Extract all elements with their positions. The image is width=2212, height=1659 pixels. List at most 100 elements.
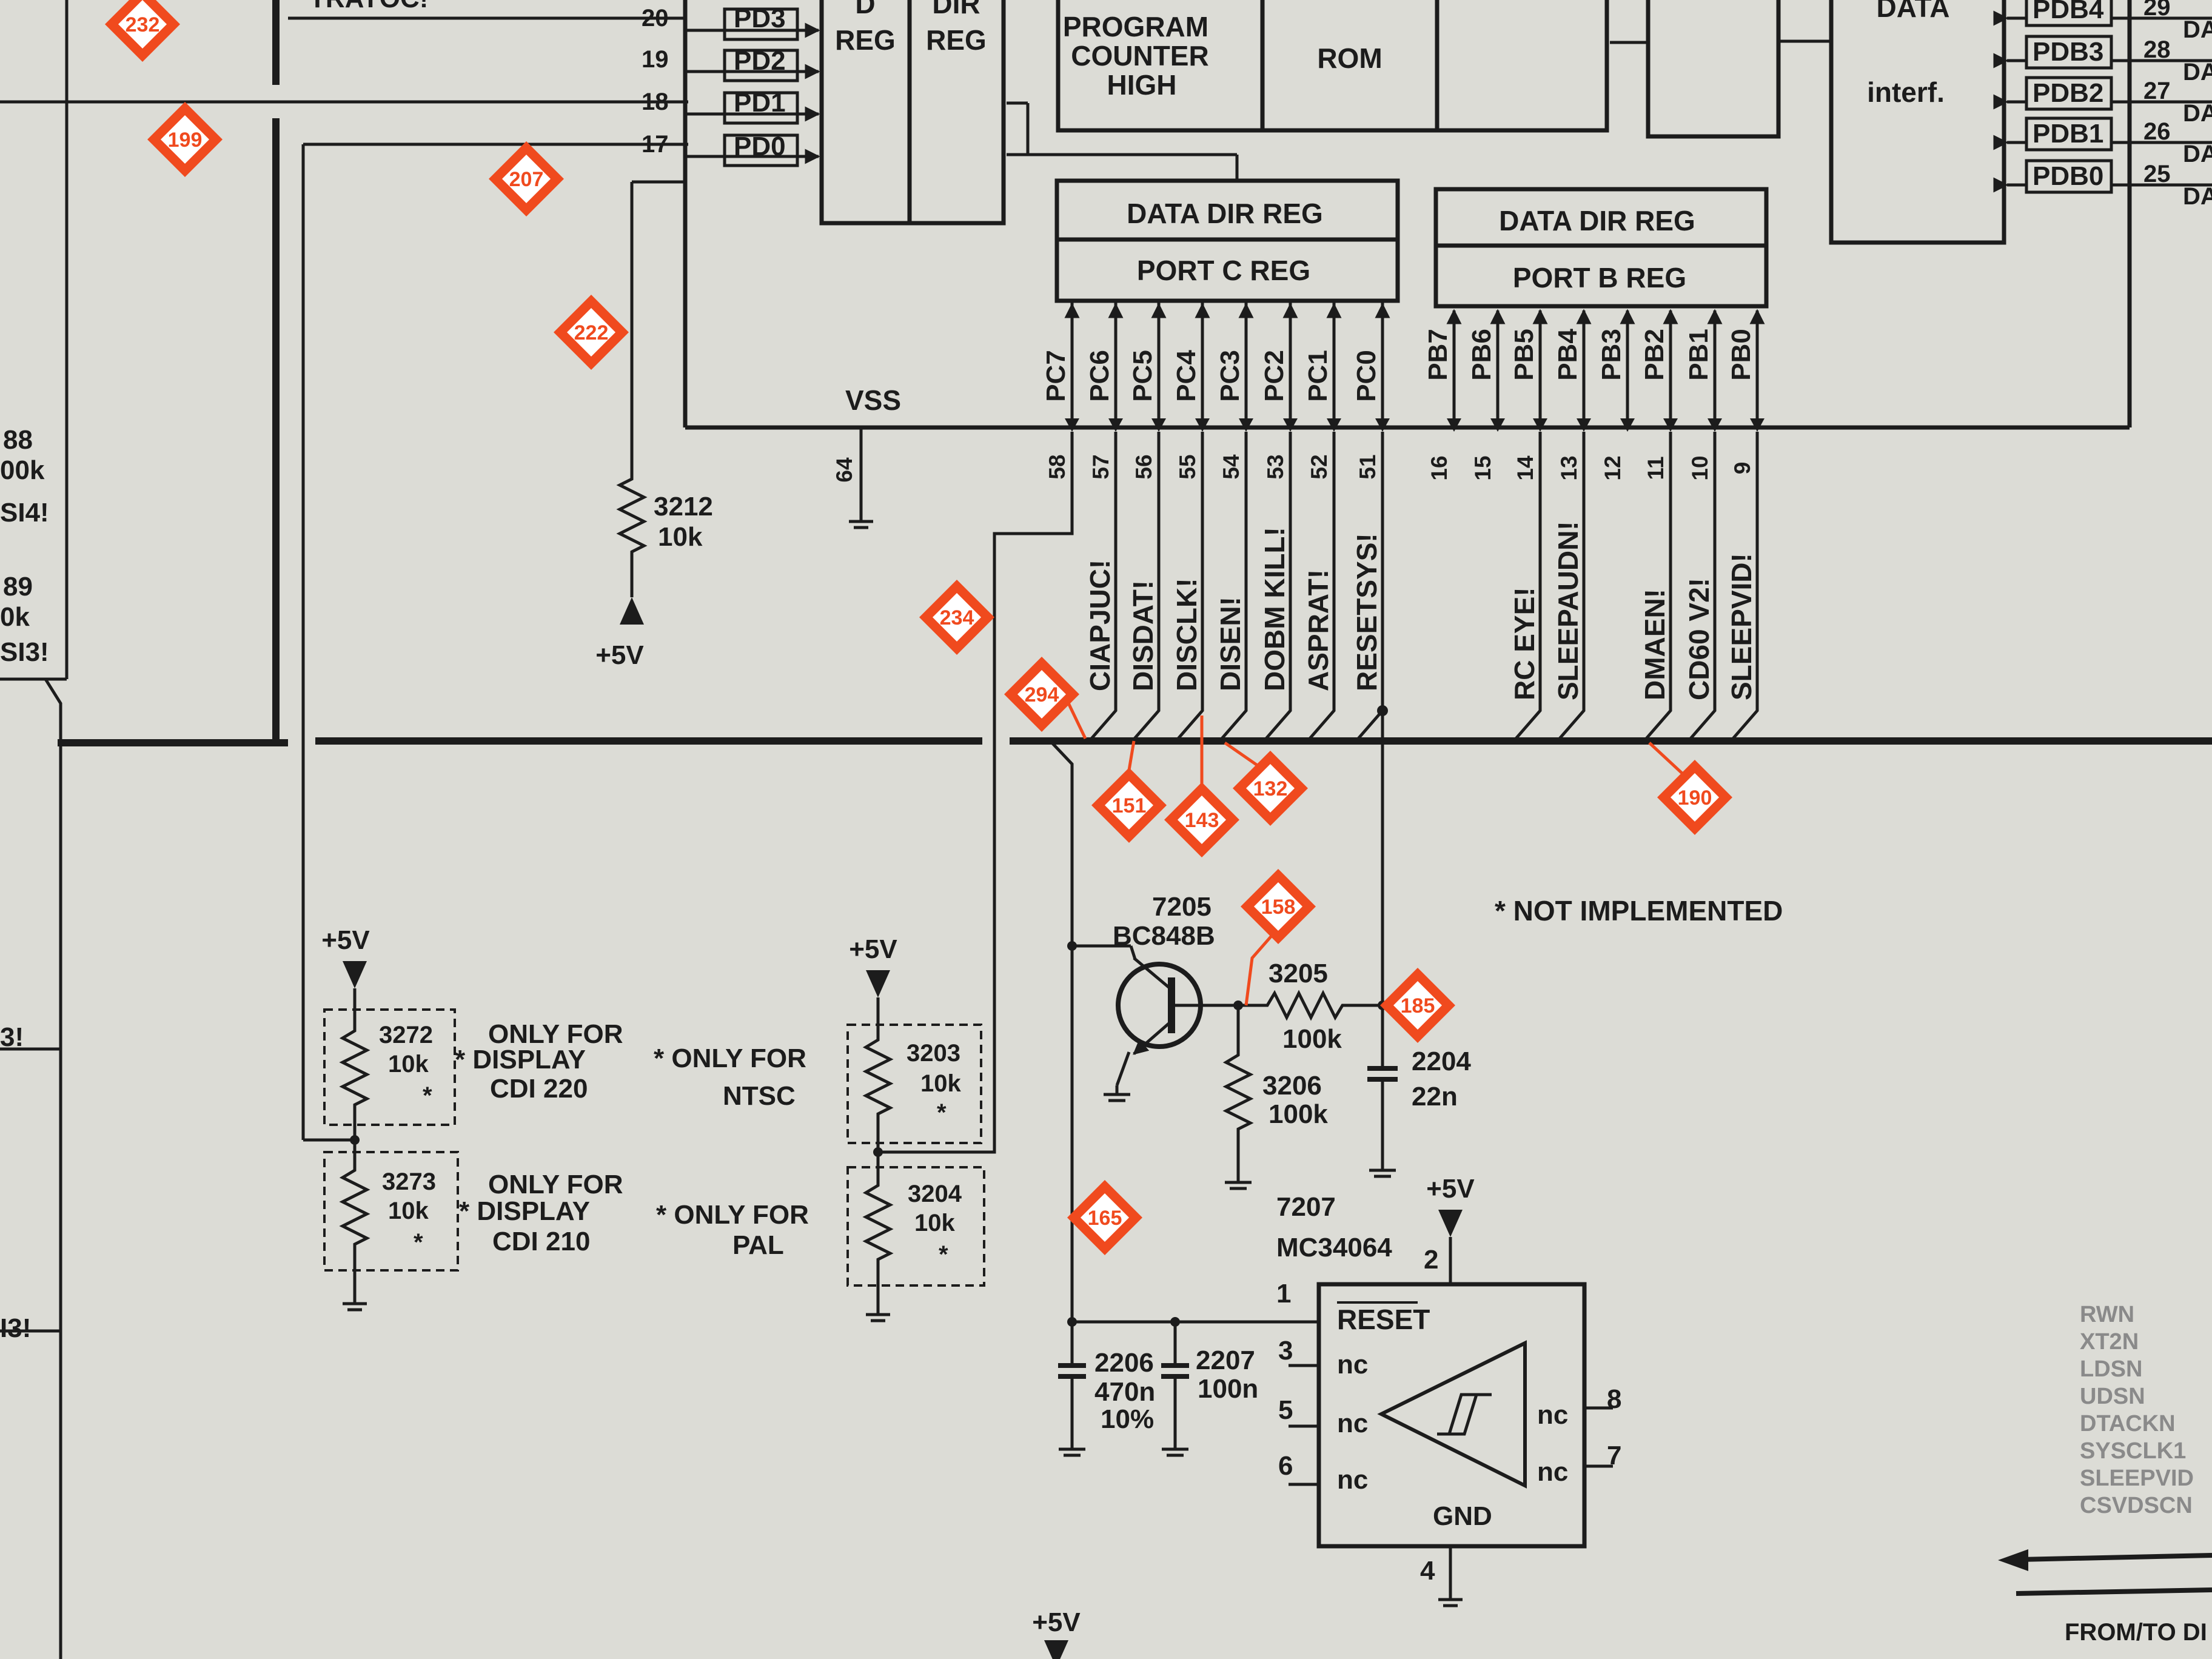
- r3272-value: 10k: [388, 1051, 429, 1078]
- port-c-signal-label: DISDAT!: [1127, 580, 1159, 691]
- port-c-pin-number: 56: [1131, 454, 1156, 479]
- display-resistor-divider: +5V 3272 10k * 3273 10k * ONLY FOR * DIS…: [321, 925, 623, 1312]
- right-signal-label: DTACKN: [2080, 1411, 2176, 1436]
- r3212-ref: 3212: [654, 492, 713, 521]
- port-b-signal-line: [1558, 432, 1586, 740]
- frame-wiring: [0, 0, 2132, 1659]
- pdb-pin-number: 25: [2143, 161, 2171, 187]
- right-signal-label: RWN: [2080, 1302, 2134, 1327]
- pdb-signal-label: DA: [2183, 100, 2212, 127]
- pdb-pin-box: [2025, 159, 2113, 194]
- port-b-pin-number: 10: [1687, 455, 1712, 480]
- r3272-option-box: [323, 1008, 456, 1126]
- port-c-data-dir-label: DATA DIR REG: [1127, 198, 1323, 229]
- pdb-signal-label: DA: [2183, 59, 2212, 85]
- test-point-marker: 190: [1657, 760, 1732, 835]
- ic7207-pin-5: 5: [1278, 1395, 1293, 1425]
- pdb-pin-number: 29: [2143, 0, 2171, 21]
- r3203-value: 10k: [920, 1070, 961, 1097]
- right-signal-label: SYSCLK1: [2080, 1438, 2186, 1464]
- port-b-pin-label: PB7: [1423, 329, 1453, 381]
- left-edge-labels: 88 00k SI4! 89 0k SI3! 3! I3!: [0, 425, 49, 1343]
- port-c-signal-line: [1309, 432, 1336, 740]
- ic7207-nc-5: nc: [1337, 1409, 1368, 1438]
- port-b-arrowhead: [1708, 418, 1722, 432]
- ic7207-pin-6: 6: [1278, 1451, 1293, 1481]
- c2206-ref: 2206: [1094, 1348, 1154, 1378]
- r3273-ref: 3273: [382, 1168, 436, 1195]
- port-d-pin-label: PD2: [734, 46, 786, 76]
- ic7207-ref: 7207: [1276, 1192, 1336, 1222]
- test-point-number: 158: [1261, 896, 1296, 919]
- test-point-number: 165: [1088, 1207, 1122, 1230]
- left-label-3: 3!: [0, 1022, 24, 1052]
- pdb-pin-label: PDB1: [2033, 119, 2103, 149]
- aux-block: [1646, 0, 1781, 139]
- pdb-signal-label: DA: [2183, 16, 2212, 43]
- right-signal-label: XT2N: [2080, 1329, 2139, 1355]
- port-b-arrowhead: [1620, 418, 1635, 432]
- port-b-signal-label: SLEEPVID!: [1726, 553, 1757, 700]
- port-c-signal-label: DOBM KILL!: [1259, 527, 1290, 691]
- port-c-pin-label: PC1: [1303, 350, 1333, 402]
- port-c-arrowhead: [1151, 418, 1166, 432]
- cdi210-note-1: ONLY FOR: [488, 1170, 623, 1199]
- c2207-ref: 2207: [1196, 1346, 1255, 1375]
- r3204-option-box: [846, 1166, 985, 1287]
- d-dir-reg-block: [819, 0, 1006, 226]
- test-point-number: 207: [509, 168, 544, 191]
- pdb-pin-box: [2025, 76, 2113, 111]
- test-point-number: 199: [168, 129, 203, 152]
- test-point-marker: 143: [1164, 782, 1239, 857]
- vss-ground: VSS 64: [832, 384, 901, 483]
- port-b-pin-number: 11: [1643, 456, 1668, 480]
- test-point-marker: 232: [105, 0, 180, 62]
- test-point-marker: 207: [489, 141, 564, 216]
- test-point-number: 190: [1678, 786, 1712, 809]
- left-label-88: 88: [3, 425, 33, 455]
- dir-reg-label-1: DIR: [932, 0, 980, 19]
- port-b-pin-label: PB3: [1597, 329, 1626, 381]
- port-d-pin-number: 17: [642, 131, 669, 158]
- ic7207-nc-7: nc: [1537, 1457, 1568, 1487]
- r3212-supply: +5V: [595, 640, 644, 670]
- right-signal-list: RWNXT2NLDSNUDSNDTACKNSYSCLK1SLEEPVIDCSVD…: [2080, 1302, 2194, 1518]
- rom-label: ROM: [1317, 42, 1382, 74]
- r3273-star: *: [414, 1229, 423, 1256]
- pdb-pin-number: 28: [2143, 36, 2171, 63]
- r3203-star: *: [937, 1099, 947, 1126]
- port-c-pins: PC758PC657CIAPJUC!PC556DISDAT!PC455DISCL…: [994, 302, 1390, 740]
- left-label-si3: SI3!: [0, 637, 49, 667]
- c2204-ref: 2204: [1412, 1047, 1471, 1076]
- port-c-signal-label: CIAPJUC!: [1084, 560, 1116, 691]
- reset-capacitors: 2206 470n 10% 2207 100n: [1058, 1317, 1317, 1457]
- c2204-value: 22n: [1412, 1082, 1458, 1111]
- right-signal-label: SLEEPVID: [2080, 1466, 2194, 1491]
- d-reg-label-1: D: [855, 0, 875, 19]
- d-reg-label-2: REG: [835, 24, 896, 56]
- port-b-arrowhead: [1663, 418, 1678, 432]
- port-d-pin-box: [723, 91, 799, 125]
- divider-left-supply: +5V: [321, 925, 370, 955]
- cdi210-note-2: * DISPLAY: [459, 1196, 590, 1226]
- port-b-pin-label: PB2: [1640, 329, 1669, 381]
- r3212-value: 10k: [658, 522, 703, 552]
- ic7207-pin-4: 4: [1420, 1556, 1435, 1586]
- port-d-pin-box: [723, 133, 799, 167]
- port-c-signal-label: ASPRAT!: [1302, 569, 1334, 691]
- port-d-pin-label: PD1: [734, 88, 786, 118]
- transistor-part: BC848B: [1113, 921, 1215, 951]
- ntsc-note-1: * ONLY FOR: [654, 1044, 806, 1073]
- port-c-pin-number: 58: [1045, 454, 1070, 479]
- test-point-number: 294: [1025, 683, 1059, 706]
- port-d-pin-number: 19: [642, 46, 669, 73]
- pdb-pin-label: PDB3: [2033, 37, 2103, 67]
- ic7207-pin-2: 2: [1424, 1245, 1438, 1275]
- pc-high-label-3: HIGH: [1107, 69, 1177, 101]
- left-label-00k: 00k: [0, 455, 45, 485]
- port-b-data-dir-label: DATA DIR REG: [1499, 205, 1695, 236]
- port-c-pin-number: 52: [1307, 454, 1332, 479]
- test-point-marker: 158: [1241, 869, 1316, 944]
